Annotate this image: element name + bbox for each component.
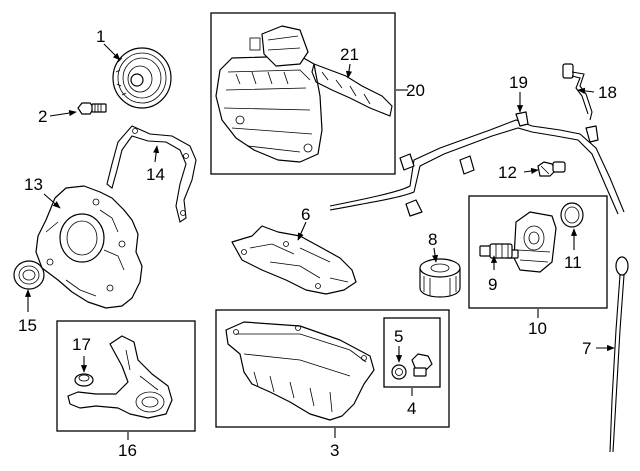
intake-manifold bbox=[215, 25, 323, 163]
callout-19: 19 bbox=[509, 73, 528, 92]
callout-10: 10 bbox=[528, 319, 547, 338]
crankshaft-pulley bbox=[112, 47, 172, 109]
box-drain-plug bbox=[383, 317, 441, 388]
leader-lines bbox=[24, 43, 615, 440]
drain-plug-washer bbox=[391, 364, 407, 380]
callout-7: 7 bbox=[582, 339, 591, 358]
oil-pan bbox=[225, 321, 375, 421]
callout-2: 2 bbox=[38, 107, 47, 126]
oil-pump-pickup-tube bbox=[67, 335, 173, 419]
callout-6: 6 bbox=[301, 205, 310, 224]
oil-dipstick bbox=[609, 256, 629, 453]
callout-13: 13 bbox=[24, 175, 43, 194]
front-cover-gasket bbox=[106, 125, 197, 223]
callout-18: 18 bbox=[598, 83, 617, 102]
box-oil-pump-pickup bbox=[56, 320, 196, 432]
callout-16: 16 bbox=[118, 441, 137, 460]
sensor bbox=[562, 63, 593, 121]
oil-cooler-bolt bbox=[479, 243, 513, 259]
box-oil-pan bbox=[215, 309, 450, 428]
oil-filter bbox=[419, 258, 461, 298]
callout-9: 9 bbox=[488, 275, 497, 294]
oil-cooler-seal bbox=[560, 202, 584, 228]
pickup-o-ring bbox=[74, 373, 94, 387]
pulley-bolt bbox=[77, 102, 107, 115]
dipstick-tube bbox=[329, 111, 625, 217]
intake-manifold-gasket bbox=[311, 63, 393, 117]
box-intake-manifold bbox=[210, 12, 396, 175]
drain-plug bbox=[411, 353, 433, 377]
oil-pressure-switch bbox=[537, 161, 566, 177]
front-timing-cover bbox=[35, 185, 143, 309]
callout-8: 8 bbox=[428, 230, 437, 249]
box-oil-cooler bbox=[468, 195, 608, 309]
callout-12: 12 bbox=[498, 163, 517, 182]
callout-1: 1 bbox=[96, 27, 105, 46]
oil-cooler bbox=[505, 211, 557, 273]
callout-20: 20 bbox=[406, 81, 425, 100]
callout-5: 5 bbox=[394, 327, 403, 346]
callout-17: 17 bbox=[72, 335, 91, 354]
callout-21: 21 bbox=[340, 45, 359, 64]
callout-15: 15 bbox=[18, 316, 37, 335]
callout-11: 11 bbox=[564, 253, 582, 272]
callout-14: 14 bbox=[146, 165, 165, 184]
oil-baffle bbox=[231, 225, 357, 295]
callout-4: 4 bbox=[407, 399, 416, 418]
callout-3: 3 bbox=[330, 441, 339, 460]
front-crank-seal bbox=[13, 260, 45, 290]
